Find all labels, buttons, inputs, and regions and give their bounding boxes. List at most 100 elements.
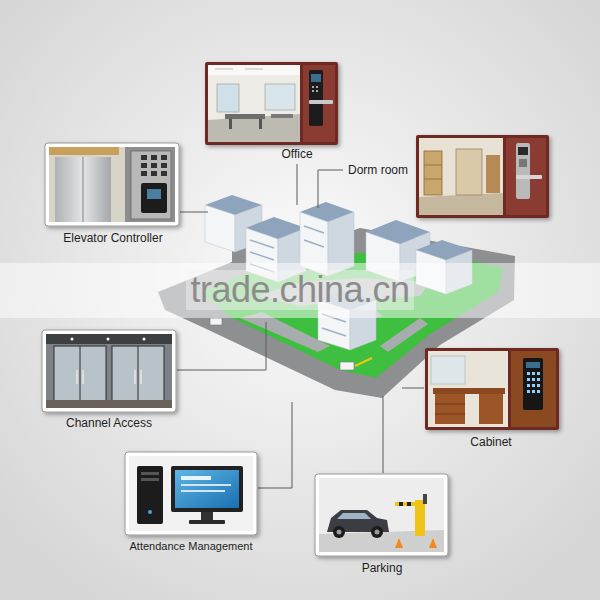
dorm-photo [419,193,503,215]
office-photo [245,68,263,70]
cabinet-photo [435,404,465,405]
dorm-photo [456,149,482,195]
channel-access-photo [80,346,81,406]
channel-access-photo [107,338,110,341]
panel-caption: Parking [362,561,403,575]
channel-access-photo [138,346,139,406]
office-photo [303,65,335,142]
channel-access-photo [143,338,146,341]
leader-line [402,388,424,389]
watermark-text: trade.china.cn [186,270,413,310]
campus-building [205,205,235,252]
watermark: trade.china.cn [186,270,413,310]
channel-access-photo [112,346,164,406]
elevator-photo [49,147,119,155]
dorm-photo [518,147,528,155]
attendance-photo [181,484,231,486]
cabinet-photo [537,372,540,375]
elevator-photo [55,157,111,222]
channel-access-photo [46,400,172,408]
cabinet-photo [479,394,503,424]
photo-panel: Channel Access [63,415,155,431]
channel-access-photo [42,330,176,412]
dorm-photo [416,135,549,218]
attendance-photo [175,470,239,508]
cabinet-photo [526,362,540,368]
attendance-photo [141,478,159,481]
elevator-photo [141,163,147,168]
elevator-photo [141,171,147,176]
dorm-photo [486,155,500,193]
cabinet-photo [532,390,535,393]
attendance-photo [148,510,152,514]
cabinet-photo [435,394,465,424]
cabinet-photo [537,390,540,393]
dorm-photo [424,179,442,180]
office-photo [311,74,321,82]
cabinet-photo [433,388,505,394]
attendance-photo [201,512,213,520]
parking-photo [395,502,419,506]
cabinet-photo [523,358,543,410]
office-photo [208,65,300,142]
channel-access-photo [54,346,106,406]
attendance-photo [125,452,257,535]
cabinet-photo [532,384,535,387]
photo-panel: Cabinet [467,434,514,450]
panel-caption: Attendance Management [130,540,253,553]
office-photo [265,84,295,110]
elevator-photo [161,155,167,160]
elevator-photo [151,163,157,168]
leader-line [180,212,208,213]
panel-caption: Elevator Controller [63,231,162,245]
parking-photo [423,494,427,504]
cabinet-photo [527,372,530,375]
dorm-photo [516,143,530,199]
attendance-photo [171,466,243,512]
parking-photo [375,530,380,535]
dorm-photo [419,138,503,215]
dorm-photo [506,138,546,215]
attendance-photo [181,490,225,492]
cabinet-photo [532,372,535,375]
cabinet-photo [428,351,508,427]
cabinet-photo [425,348,559,430]
panel-caption: Channel Access [66,416,152,430]
cabinet-photo [532,378,535,381]
office-photo [217,84,239,112]
office-photo [309,100,333,104]
parking-photo [337,513,371,519]
campus-ground [355,358,372,366]
campus-ground [210,318,222,325]
cabinet-photo [527,384,530,387]
dorm-photo [519,159,527,167]
cabinet-photo [527,372,540,393]
office-photo [229,119,232,129]
panel-caption: Cabinet [470,435,511,449]
elevator-photo [131,151,171,219]
parking-photo [429,538,437,548]
office-photo [316,90,318,92]
cabinet-photo [431,356,465,384]
office-photo [316,86,318,88]
dorm-photo [416,135,549,218]
cabinet-photo [435,414,465,415]
parking-photo [407,502,411,506]
elevator-photo [45,143,179,226]
attendance-photo [125,452,257,535]
channel-access-photo [71,338,74,341]
elevator-photo [161,163,167,168]
photo-panel: Dorm room [345,162,411,178]
parking-photo [315,474,448,556]
office-photo [205,62,338,145]
panel-caption: Dorm room [348,163,408,177]
elevator-photo [45,143,179,226]
office-photo [208,65,300,75]
office-photo [312,90,314,92]
photo-panel: Elevator Controller [60,230,165,246]
dorm-photo [424,151,442,195]
elevator-photo [83,157,84,222]
campus-building [250,252,274,260]
leader-line [258,402,292,488]
